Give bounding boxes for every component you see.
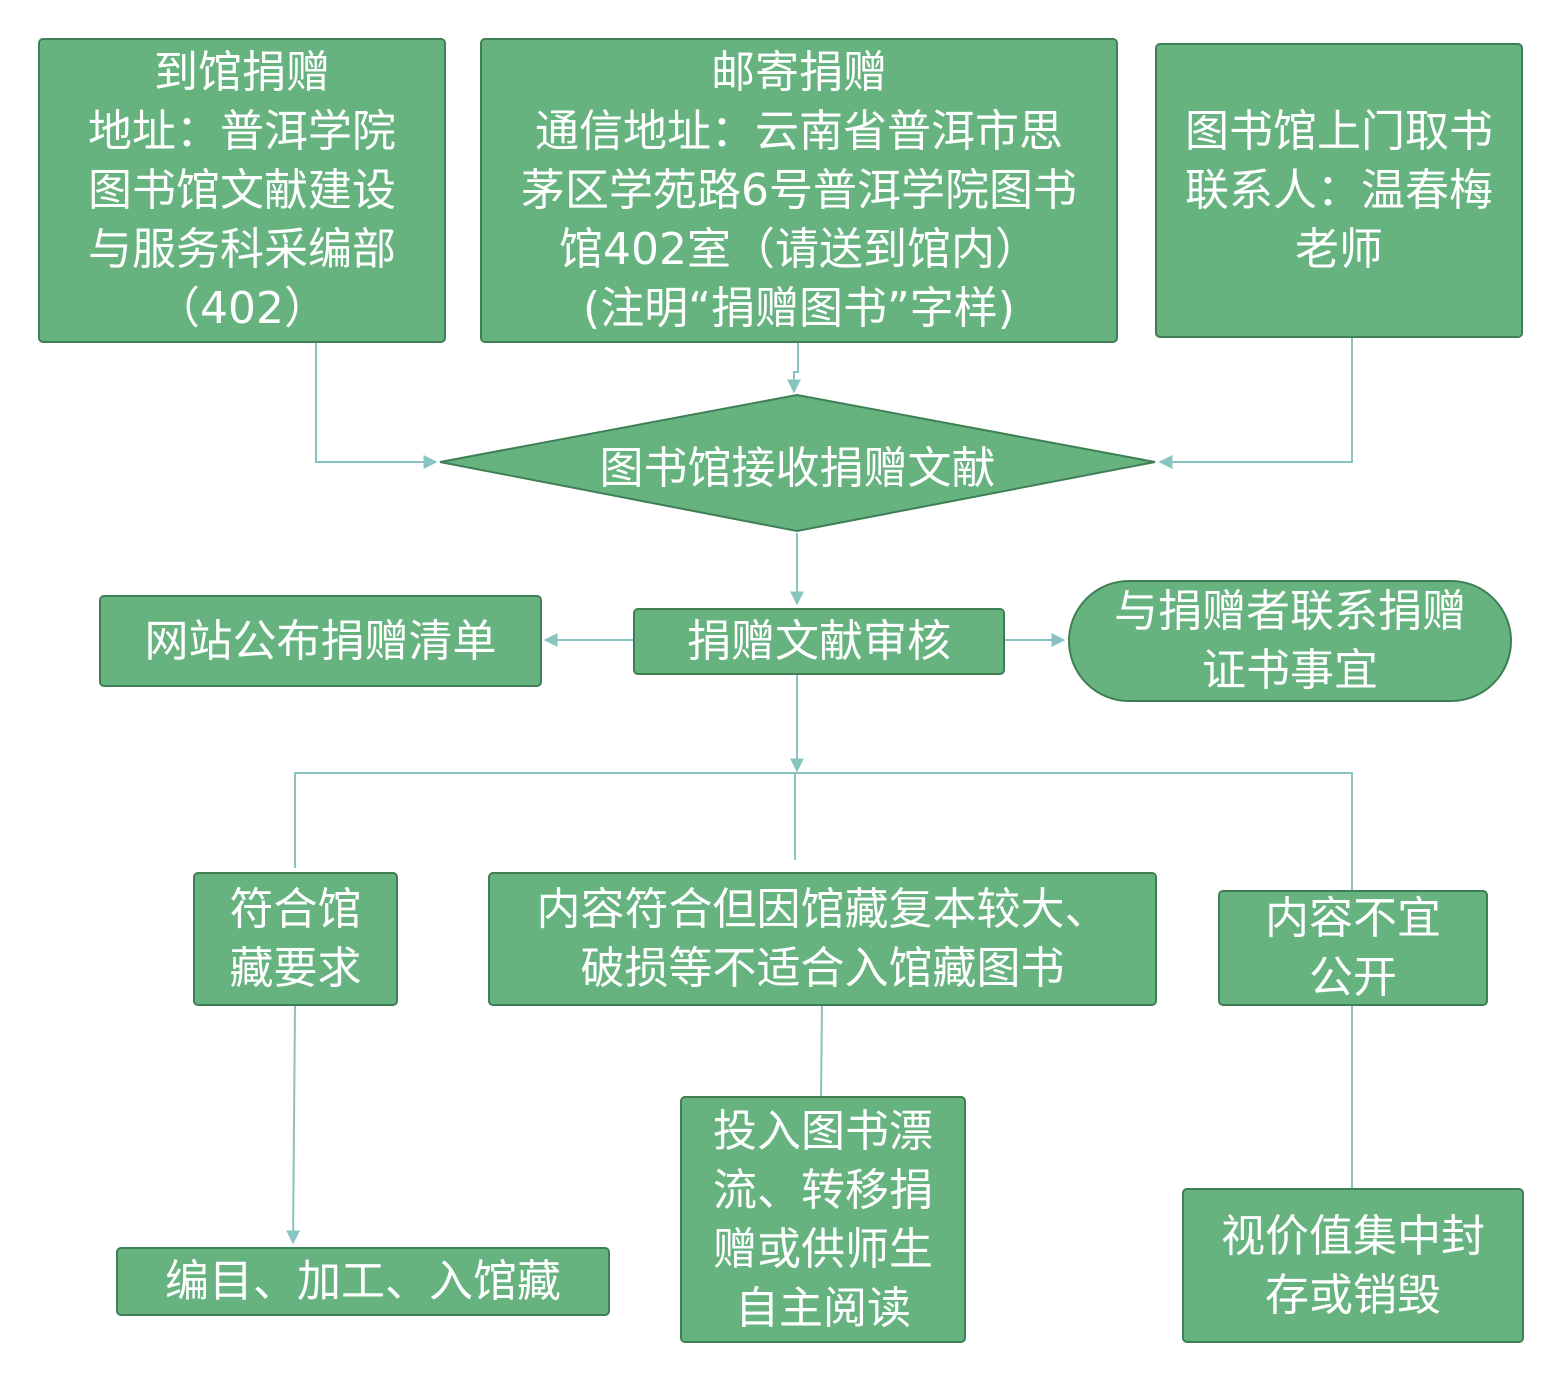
node-text-line: 茅区学苑路6号普洱学院图书: [521, 165, 1077, 216]
node-text-line: 馆402室（请送到馆内）: [559, 224, 1039, 275]
node-review: 捐赠文献审核: [633, 608, 1005, 675]
connector-accept-to-catalog: [286, 1004, 301, 1245]
node-catalog: 编目、加工、入馆藏: [116, 1247, 610, 1316]
node-text-line: 视价值集中封: [1221, 1210, 1485, 1262]
node-text-line: 符合馆: [229, 884, 362, 935]
connector-mail-to-receive: [787, 343, 801, 394]
node-publish-list: 网站公布捐赠清单: [99, 595, 542, 687]
connector-pickup-to-receive: [1158, 338, 1353, 469]
node-text-line: 内容符合但因馆藏复本较大、: [536, 884, 1109, 935]
connector-unsuitable-to-drift: [820, 1004, 823, 1097]
node-text-line: 图书馆上门取书: [1185, 106, 1493, 157]
node-text-line: 赠或供师生: [713, 1223, 933, 1275]
connector-branch-bar: [294, 772, 1353, 890]
node-accept-collection: 符合馆 藏要求: [193, 872, 398, 1006]
node-pickup-service: 图书馆上门取书 联系人：温春梅 老师: [1155, 43, 1523, 338]
node-text-line: 老师: [1295, 224, 1383, 275]
node-text-line: 编目、加工、入馆藏: [165, 1256, 561, 1307]
node-text-line: 联系人：温春梅: [1185, 165, 1493, 216]
node-text-line: 流、转移捐: [713, 1164, 933, 1216]
node-text-line: 存或销毁: [1265, 1269, 1441, 1321]
node-receive-decision: 图书馆接收捐赠文献: [599, 443, 996, 494]
node-text-line: 网站公布捐赠清单: [144, 615, 497, 667]
node-certificate-contact: 与捐赠者联系捐赠 证书事宜: [1068, 580, 1512, 702]
node-text-line: 破损等不适合入馆藏图书: [580, 943, 1065, 994]
node-text-line: 到馆捐赠: [154, 47, 330, 98]
node-text-line: 通信地址：云南省普洱市思: [535, 106, 1063, 157]
node-book-drift: 投入图书漂 流、转移捐 赠或供师生 自主阅读: [680, 1096, 966, 1343]
node-not-public: 内容不宜 公开: [1218, 890, 1488, 1006]
node-text-line: 藏要求: [229, 943, 362, 994]
node-text-line: 与服务科采编部: [88, 224, 396, 275]
node-text-line: 公开: [1309, 952, 1397, 1003]
node-text-line: 证书事宜: [1202, 645, 1378, 696]
node-mail-donation: 邮寄捐赠 通信地址：云南省普洱市思 茅区学苑路6号普洱学院图书 馆402室（请送…: [480, 38, 1118, 343]
node-text-line: 捐赠文献审核: [687, 616, 951, 667]
node-unsuitable-collection: 内容符合但因馆藏复本较大、 破损等不适合入馆藏图书: [488, 872, 1157, 1006]
node-text-line: 地址：普洱学院: [88, 106, 396, 157]
node-text-line: 邮寄捐赠: [711, 47, 887, 98]
node-text-line: 图书馆文献建设: [88, 165, 396, 216]
node-archive-destroy: 视价值集中封 存或销毁: [1182, 1188, 1524, 1343]
decision-diamond-shape: [439, 393, 1156, 533]
node-text-line: 自主阅读: [735, 1282, 911, 1334]
connector-onsite-to-receive: [315, 343, 438, 469]
node-text-line: 投入图书漂: [713, 1105, 933, 1157]
node-text-line: 与捐赠者联系捐赠: [1114, 586, 1466, 637]
node-text-line: （402）: [156, 283, 328, 334]
node-text-line: 内容不宜: [1265, 893, 1441, 944]
node-onsite-donation: 到馆捐赠 地址：普洱学院 图书馆文献建设 与服务科采编部 （402）: [38, 38, 446, 343]
node-text-line: (注明“捐赠图书”字样): [583, 283, 1015, 334]
